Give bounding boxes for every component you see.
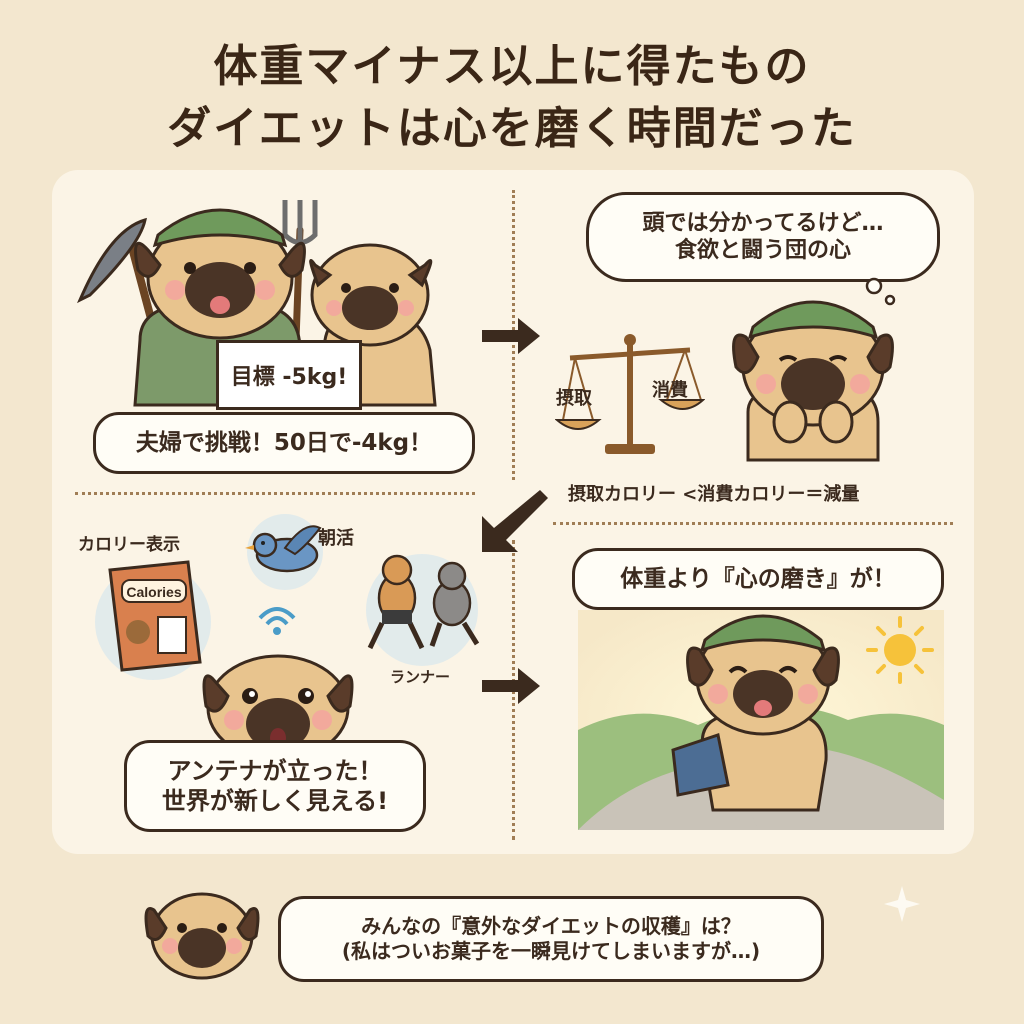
scale-label-intake: 摂取 [556, 388, 592, 409]
thought-bubble: 頭では分かってるけど… 食欲と闘う団の心 [586, 192, 940, 282]
worried-pug-illustration [732, 300, 894, 462]
snack-package-illustration: Calories [95, 560, 211, 680]
running-dogs-illustration [366, 554, 480, 666]
speech-line1: アンテナが立った！ [167, 757, 383, 785]
calorie-formula: 摂取カロリー <消費カロリー＝減量 [568, 484, 860, 505]
thought-dots [865, 277, 896, 306]
footer-line2: (私はついお菓子を一瞬見けてしまいますが…) [341, 939, 761, 963]
page-title-line1: 体重マイナス以上に得たもの [213, 41, 811, 92]
scale-label-burn: 消費 [652, 380, 688, 401]
panel4-speech-bubble: 体重より『心の磨き』が！ [572, 548, 944, 610]
sparkle-icon [884, 886, 920, 922]
panel3-speech-bubble: アンテナが立った！ 世界が新しく見える! [124, 740, 426, 832]
label-calorie-display: カロリー表示 [78, 535, 180, 555]
balance-scale-illustration [555, 334, 705, 454]
arrow-right-icon [482, 318, 540, 354]
panel1-caption-bubble: 夫婦で挑戦！50日で-4kg！ [93, 412, 475, 474]
label-morning-activity: 朝活 [318, 528, 354, 549]
thought-line2: 食欲と闘う団の心 [674, 238, 851, 263]
speech-line2: 世界が新しく見える! [161, 787, 389, 815]
surprised-pug-illustration [202, 654, 354, 760]
arrow-down-left-icon [482, 490, 548, 552]
sun-icon [866, 616, 934, 684]
footer-question-bubble: みんなの『意外なダイエットの収穫』は？ (私はついお菓子を一瞬見けてしまいますが… [278, 896, 824, 982]
arrow-right-icon-2 [482, 668, 540, 704]
divider-horizontal-left [75, 492, 475, 495]
happy-walk-scene [578, 610, 944, 830]
label-runner: ランナー [390, 668, 451, 686]
antenna-signal-icon [258, 607, 296, 635]
goal-sign: 目標 -5kg! [216, 340, 362, 410]
package-label: Calories [126, 584, 181, 600]
thought-line1: 頭では分かってるけど… [642, 210, 884, 236]
page-title-line2: ダイエットは心を磨く時間だった [167, 103, 857, 154]
footer-pug-avatar [144, 892, 260, 980]
bird-icon [245, 514, 323, 590]
divider-horizontal-right [553, 522, 953, 525]
footer-line1: みんなの『意外なダイエットの収穫』は？ [361, 914, 741, 938]
